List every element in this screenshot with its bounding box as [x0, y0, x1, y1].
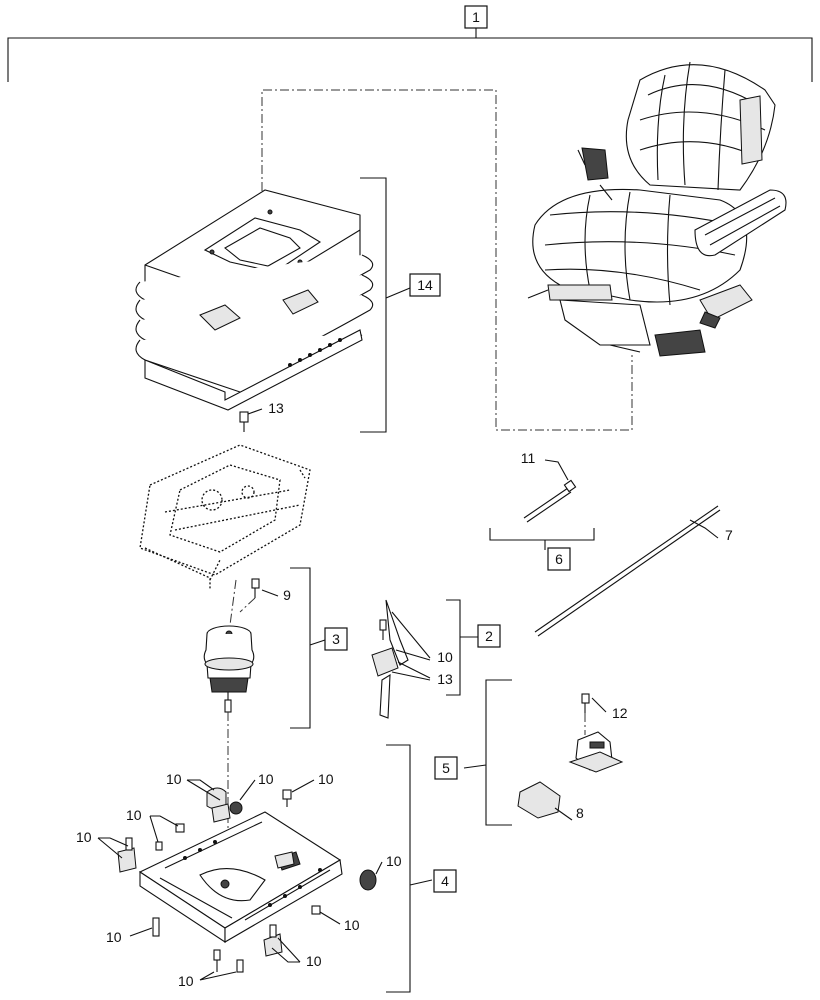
bolt-13: 13: [239, 400, 284, 432]
callout-5-text: 5: [442, 760, 450, 776]
base-plate: [138, 811, 343, 944]
callout-6-text: 6: [555, 551, 563, 567]
pin-11: 11: [521, 450, 577, 523]
callout-9-text: 9: [283, 587, 291, 603]
seat-assembly: [527, 61, 787, 357]
shock-leader-line: [227, 579, 237, 641]
cable-7: 7: [534, 505, 733, 637]
callout-10-grommet: 10: [386, 853, 402, 869]
suspension-top-assembly: [135, 189, 374, 411]
assembly-bracket: [7, 28, 813, 82]
callout-10-clip-left: 10: [76, 829, 92, 845]
scissor-frame: [139, 444, 311, 590]
callout-10-nut: 10: [258, 771, 274, 787]
callout-2: 2: [477, 624, 501, 648]
latch-assembly: 12: [568, 693, 628, 773]
assembly-leader-line: [261, 89, 633, 431]
callout-10-screws-bottom: 10: [178, 973, 194, 989]
callout-6: 6: [547, 547, 571, 571]
bracket-4: [386, 744, 433, 993]
bracket-6: [489, 528, 595, 550]
screw-9: 9: [239, 578, 291, 613]
lever-bracket: 10 13: [371, 599, 453, 719]
callout-1-text: 1: [472, 9, 480, 25]
callout-8-text: 8: [576, 805, 584, 821]
callout-4-text: 4: [441, 873, 449, 889]
bracket-3: [290, 567, 326, 729]
callout-1: 1: [464, 5, 488, 29]
callout-11-text: 11: [521, 450, 536, 466]
callout-12-text: 12: [612, 705, 628, 721]
callout-14: 14: [409, 273, 441, 297]
callout-13-lever: 13: [437, 671, 453, 687]
callout-10-nut-right: 10: [344, 917, 360, 933]
bracket-2: [446, 599, 478, 696]
fastener-group: 10 10 10 10 10 10 10 10 10 10: [76, 771, 402, 989]
callout-10-bushing: 10: [166, 771, 182, 787]
air-spring: [203, 625, 255, 713]
callout-13-text: 13: [268, 400, 284, 416]
callout-4: 4: [433, 869, 457, 893]
callout-14-text: 14: [417, 277, 433, 293]
callout-7-text: 7: [725, 527, 733, 543]
callout-10-lever: 10: [437, 649, 453, 665]
callout-10-bolt-left: 10: [106, 929, 122, 945]
bracket-14: [360, 177, 411, 433]
pad-8: 8: [517, 781, 584, 821]
callout-3-text: 3: [332, 631, 340, 647]
callout-10-screw-top: 10: [318, 771, 334, 787]
callout-2-text: 2: [485, 628, 493, 644]
callout-5: 5: [434, 756, 458, 780]
callout-10-washer: 10: [126, 807, 142, 823]
callout-3: 3: [324, 627, 348, 651]
bracket-5: [463, 679, 512, 826]
callout-10-clip-bottom: 10: [306, 953, 322, 969]
